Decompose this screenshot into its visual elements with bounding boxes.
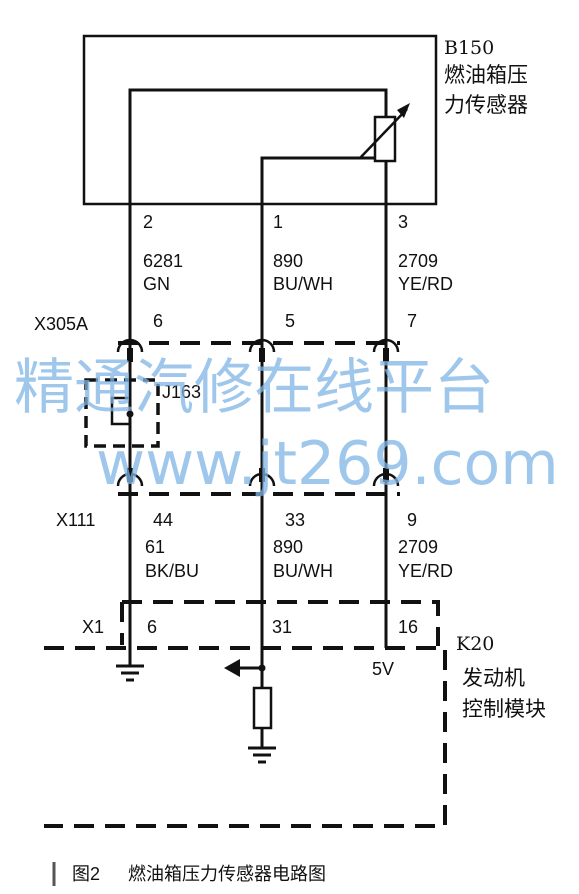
sensor-pin-3: 3 [398,212,408,232]
sensor-wire-circuit-3: 2709 [398,251,438,271]
sensor-wire-color-2: GN [143,274,170,294]
x305a-pin-7: 7 [407,311,417,331]
sensor-code: B150 [444,37,494,59]
x111-pin-33: 33 [285,510,305,530]
supply-voltage-label: 5V [372,659,394,679]
module-boundary-top [122,600,440,646]
sensor-name-line1: 燃油箱压 [444,63,528,87]
splice-label: J163 [162,382,201,402]
splice-dot [126,410,134,418]
x305a-male-terminal-7 [383,348,389,362]
watermark-line1: 精通汽修在线平台 [14,353,494,423]
x1-label: X1 [82,617,104,637]
x305a-male-terminal-5 [259,348,265,362]
x111-wire-circuit-890: 890 [273,537,303,557]
splice-loop [110,396,130,426]
sensor-internal-wire-middle [260,156,380,208]
x1-pin-31: 31 [272,617,292,637]
x305a-female-terminal-7 [372,338,400,353]
variable-resistor-arrowhead [397,103,410,118]
sensor-wire-color-3: YE/RD [398,274,453,294]
x111-pin-44: 44 [153,510,173,530]
x111-female-terminal-44 [116,472,144,487]
x111-wire-circuit-2709: 2709 [398,537,438,557]
sensor-wire-color-1: BU/WH [273,274,333,294]
x1-pin-6: 6 [147,617,157,637]
x111-wire-color-yerd: YE/RD [398,561,453,581]
x305a-male-terminal-6 [127,348,133,362]
caption-figure: 图2 [72,864,100,884]
signal-node-dot [258,664,266,672]
module-name-line1: 发动机 [462,666,525,690]
x111-wire-circuit-61: 61 [145,537,165,557]
x111-wire-color-bkbu: BK/BU [145,561,199,581]
x305a-label: X305A [34,314,88,334]
x305a-female-terminal-6 [116,338,144,353]
sensor-wire-circuit-1: 890 [273,251,303,271]
x305a-female-terminal-5 [248,338,276,353]
variable-resistor-arrow [359,108,408,159]
module-name-line2: 控制模块 [462,697,546,721]
x111-pin-9: 9 [407,510,417,530]
x305a-pin-6: 6 [153,311,163,331]
caption-title: 燃油箱压力传感器电路图 [128,864,326,884]
sensor-pin-2: 2 [143,212,153,232]
watermark-line2: www.jt269.com [96,429,559,499]
sensor-wire-circuit-2: 6281 [143,251,183,271]
sensor-box [82,34,438,206]
x1-pin-16: 16 [398,617,418,637]
x111-wire-color-buwh: BU/WH [273,561,333,581]
x111-female-terminal-33 [248,472,276,487]
pulldown-resistor-icon [252,686,273,730]
x111-label: X111 [56,510,95,530]
module-code: K20 [456,633,494,655]
signal-arrow-icon [224,659,240,677]
x111-female-terminal-9 [372,472,400,487]
x305a-pin-5: 5 [285,311,295,331]
module-boundary-main [44,646,447,828]
sensor-pin-1: 1 [273,212,283,232]
sensor-internal-wire-left [128,88,388,208]
sensor-name-line2: 力传感器 [444,93,528,117]
splice-box [84,378,160,448]
